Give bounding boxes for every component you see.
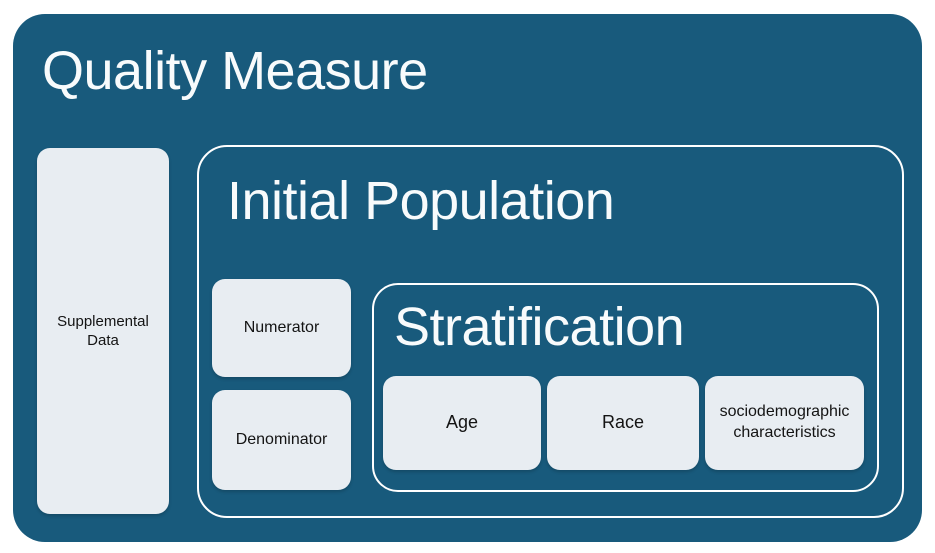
- stratification-title: Stratification: [394, 297, 685, 357]
- race-box: Race: [547, 376, 699, 470]
- sociodemographic-characteristics-label: sociodemographic characteristics: [719, 403, 850, 441]
- numerator-box: Numerator: [212, 279, 351, 377]
- sociodemographic-characteristics-box: sociodemographic characteristics: [705, 376, 864, 470]
- stratification-container: Stratification Age Race sociodemographic…: [372, 283, 879, 492]
- denominator-box: Denominator: [212, 390, 351, 490]
- numerator-label: Numerator: [243, 318, 320, 336]
- supplemental-data-label: Supplemental Data: [57, 312, 149, 350]
- denominator-label: Denominator: [235, 430, 328, 448]
- age-box: Age: [383, 376, 541, 470]
- quality-measure-container: Quality Measure Supplemental Data Initia…: [13, 14, 922, 542]
- race-label: Race: [601, 412, 645, 433]
- supplemental-data-box: Supplemental Data: [37, 148, 169, 514]
- stratification-items-row: Age Race sociodemographic characteristic…: [383, 376, 864, 470]
- initial-population-container: Initial Population Numerator Denominator…: [197, 145, 904, 518]
- quality-measure-title: Quality Measure: [42, 41, 428, 101]
- age-label: Age: [445, 412, 479, 433]
- initial-population-title: Initial Population: [227, 171, 615, 231]
